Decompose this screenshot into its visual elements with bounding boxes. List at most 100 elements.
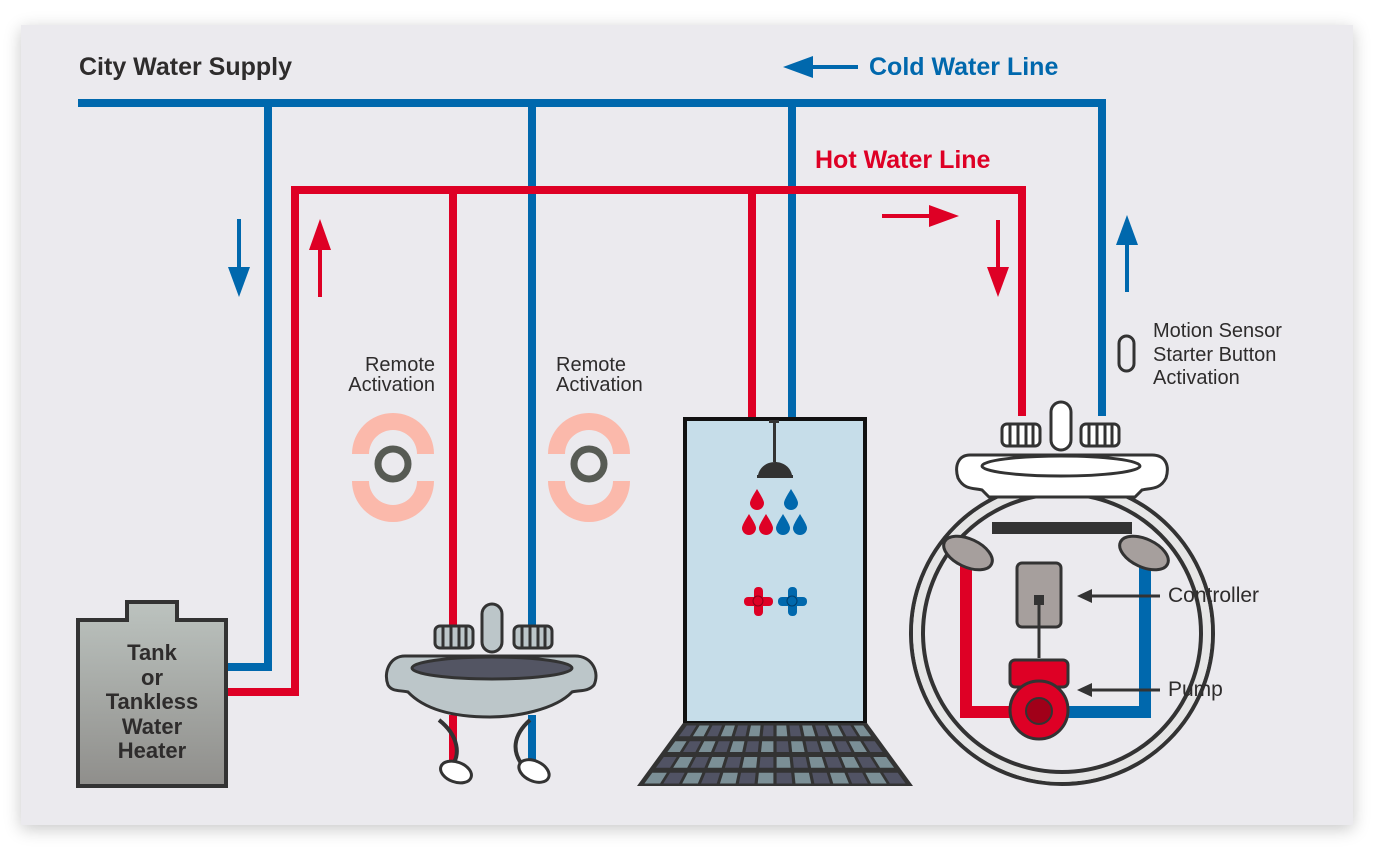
grate-tile [720,725,735,737]
controller-callout-arrow [1077,589,1160,603]
pump-label: Pump [1168,678,1223,701]
shower-head [757,420,793,478]
grate-tile [789,725,802,737]
hot-drop [759,514,773,535]
hot-down-arrow [987,220,1009,297]
grate-tile [757,772,774,784]
grate-tile [698,741,716,752]
grate-tile [847,772,868,784]
motion-sensor-label: Motion Sensor Starter Button Activation [1153,320,1282,389]
grate-tile [824,757,843,768]
shower-floor-grate [637,723,913,786]
sink-basin [410,655,574,681]
grate-tile [857,757,877,768]
water-drops [742,489,807,535]
grate-tile [748,725,761,737]
grate-tile [729,741,745,752]
grate-tile [805,741,821,752]
water-heater-label: Tank or Tankless Water Heater [105,640,199,763]
grate-tile [742,757,758,768]
grate-tile [678,725,697,737]
shower [637,417,913,786]
grate-tile [759,757,774,768]
sink-faucet [480,602,504,654]
grate-tile [840,725,858,737]
grate-tile [761,741,774,752]
grate-tile [873,757,895,768]
hot-line-direction-arrow [882,205,959,227]
water-heater [76,600,228,788]
grate-tile [673,757,693,768]
grate-tile [808,757,826,768]
hot-water-pipes [226,186,1026,760]
cold-down-arrow [228,219,250,297]
pump-callout-arrow [1077,683,1160,697]
grate-tile [745,741,759,752]
grate-tile [827,725,844,737]
grate-tile [791,741,805,752]
pump-hot-loop [960,563,1020,718]
grate-tile [776,772,793,784]
hot-up-arrow [309,219,331,297]
remote-activation-label-2: Remote Activation [556,354,643,396]
pump-sink-top [955,400,1169,499]
city-water-supply-label: City Water Supply [79,53,292,81]
shower-cold-handle [778,587,807,616]
grate-tile [812,772,831,784]
motion-sensor-icon [1117,334,1136,373]
controller-label: Controller [1168,584,1260,607]
grate-tile [655,757,677,768]
grate-tile [706,725,723,737]
grate-frame [637,723,913,786]
hot-drop [742,514,756,535]
cold-drop [793,514,807,535]
bathroom-sink [384,602,598,785]
cold-drop [776,514,790,535]
remote-activation-label-1: Remote Activation [348,354,435,396]
grate-tile [667,741,687,752]
grate-tile [707,757,726,768]
grate-tile [644,772,667,784]
grate-tile [738,772,756,784]
grate-tile [690,757,709,768]
grate-tile [683,741,702,752]
grate-tile [714,741,730,752]
cold-up-arrow [1116,215,1138,292]
shower-hot-handle [744,587,773,616]
grate-tile [794,772,812,784]
hot-drop [750,489,764,510]
grate-tile [776,757,791,768]
pump-cold-loop [1066,563,1151,718]
grate-tile [776,741,789,752]
grate-tile [865,772,887,784]
grate-tile [883,772,906,784]
grate-tile [834,741,852,752]
hot-water-line-label: Hot Water Line [815,146,991,174]
grate-tile [734,725,748,737]
grate-tile [776,725,788,737]
grate-tile [815,725,830,737]
pump-sink-unit [909,400,1215,786]
grate-tile [682,772,703,784]
controller-box [1015,561,1063,658]
grate-tile [829,772,849,784]
pump-sink-faucet [1049,400,1073,452]
grate-tile [853,725,872,737]
remote-activation-icon-1 [352,413,434,522]
grate-tile [724,757,742,768]
grate-tile [719,772,738,784]
grate-tile [863,741,883,752]
grate-tile [820,741,836,752]
grate-tile [762,725,774,737]
remote-activation-icon-2 [548,413,630,522]
grate-tile [841,757,860,768]
grate-tile [802,725,816,737]
grate-tile [792,757,808,768]
hot-main-line [226,186,1026,696]
pump [1008,658,1070,741]
cold-line-direction-arrow [783,56,858,78]
grate-tile [848,741,867,752]
grate-tile [701,772,721,784]
grate-tile [663,772,685,784]
